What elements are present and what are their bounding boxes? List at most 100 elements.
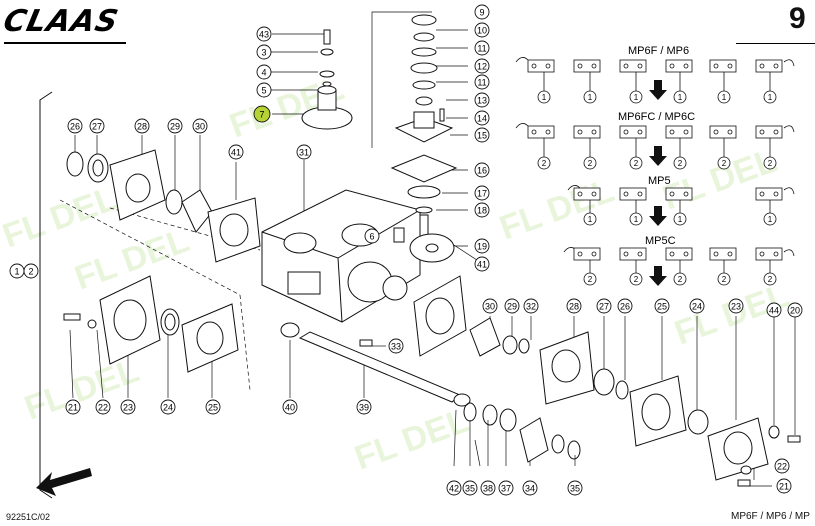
callout-circle: [567, 480, 583, 496]
config-number: 2: [542, 159, 547, 168]
config-number-circle: [673, 156, 687, 170]
config-number: 1: [634, 93, 639, 102]
callout-circle: [205, 399, 221, 415]
callout-circle: [522, 480, 538, 496]
callout-label: 21: [68, 403, 78, 413]
direction-arrow-icon: [36, 468, 92, 496]
callout-label: 31: [299, 148, 309, 158]
callout-circle: [474, 22, 490, 38]
callout-circle: [474, 127, 490, 143]
config-number-circle: [583, 156, 597, 170]
page-rule: [736, 43, 815, 44]
callout-circle: [474, 202, 490, 218]
callout-label: 18: [477, 206, 487, 216]
bevel-gear-stack: [463, 402, 581, 463]
config-number: 2: [768, 275, 773, 284]
callout-circle: [23, 263, 39, 279]
config-number-circle: [763, 272, 777, 286]
callout-label: 44: [769, 306, 779, 316]
callout-label: 30: [485, 302, 495, 312]
figure-code: 92251C/02: [6, 512, 51, 522]
svg-text:FL DEL: FL DEL: [495, 171, 619, 247]
callout-circle: [474, 256, 490, 272]
callout-circle: [256, 26, 272, 42]
config-number: 2: [722, 275, 727, 284]
callout-circle: [256, 64, 272, 80]
callout-circle: [167, 118, 183, 134]
callout-circle: [256, 44, 272, 60]
svg-text:FL DEL: FL DEL: [20, 351, 144, 427]
top-shaft-assembly: [390, 14, 458, 263]
config-number-circle: [583, 212, 597, 226]
callout-label: 30: [195, 122, 205, 132]
callout-circle: [654, 298, 670, 314]
callout-label: 7: [259, 110, 264, 120]
config-number-circle: [629, 212, 643, 226]
callout-circle: [689, 298, 705, 314]
left-upper-parts: [66, 149, 405, 263]
callout-label: 11: [477, 78, 486, 88]
config-number: 1: [722, 93, 727, 102]
config-row-4: [563, 247, 795, 276]
callout-label: 42: [449, 484, 459, 494]
callout-label: 40: [285, 403, 295, 413]
left-lower-parts: [63, 275, 239, 373]
callout-label: 35: [465, 484, 475, 494]
assembly-bracket: [39, 91, 53, 499]
config-number-circle: [583, 90, 597, 104]
config-number-circle: [763, 156, 777, 170]
sprocket-assembly: [301, 29, 353, 130]
callout-circle: [480, 480, 496, 496]
callout-label: 1: [14, 267, 19, 277]
callout-circle: [474, 40, 490, 56]
callout-label: 41: [231, 148, 241, 158]
callout-circle: [120, 399, 136, 415]
callout-label: 23: [731, 302, 741, 312]
callout-circle: [134, 118, 150, 134]
callout-circle: [474, 58, 490, 74]
callout-label: 29: [170, 122, 180, 132]
callout-circle: [253, 105, 271, 123]
down-arrow-icon: [649, 80, 667, 286]
callout-label: 23: [123, 403, 133, 413]
right-side-parts: [413, 275, 801, 487]
config-number-circle: [537, 90, 551, 104]
callout-circle: [474, 74, 490, 90]
callout-label: 37: [501, 484, 511, 494]
callout-label: 3: [261, 48, 266, 58]
callout-circle: [89, 118, 105, 134]
callout-circle: [482, 298, 498, 314]
config-number: 1: [678, 215, 683, 224]
callout-label: 5: [261, 86, 266, 96]
callout-circle: [95, 399, 111, 415]
callout-circle: [282, 399, 298, 415]
callout-circle: [474, 162, 490, 178]
callout-circle: [462, 480, 478, 496]
callout-label: 25: [208, 403, 218, 413]
brand-underline: [4, 42, 126, 44]
callout-circle: [776, 478, 792, 494]
config-number-circle: [583, 272, 597, 286]
config-title-1: MP6F / MP6: [628, 45, 689, 57]
callout-label: 24: [692, 302, 702, 312]
page-number: 9: [789, 2, 806, 35]
config-number: 1: [588, 215, 593, 224]
callout-label: 25: [657, 302, 667, 312]
callout-label: 33: [391, 342, 401, 352]
callout-label: 26: [70, 122, 80, 132]
callout-label: 35: [570, 484, 580, 494]
config-number: 2: [768, 159, 773, 168]
callout-circle: [474, 92, 490, 108]
callout-label: 28: [569, 302, 579, 312]
callout-label: 28: [137, 122, 147, 132]
config-number-circle: [717, 156, 731, 170]
config-number: 2: [588, 275, 593, 284]
callout-label: 9: [479, 8, 484, 18]
config-number: 2: [588, 159, 593, 168]
config-number-circle: [717, 272, 731, 286]
callout-label: 16: [477, 166, 487, 176]
config-number: 1: [634, 215, 639, 224]
callout-circle: [388, 338, 404, 354]
config-number-circle: [629, 90, 643, 104]
